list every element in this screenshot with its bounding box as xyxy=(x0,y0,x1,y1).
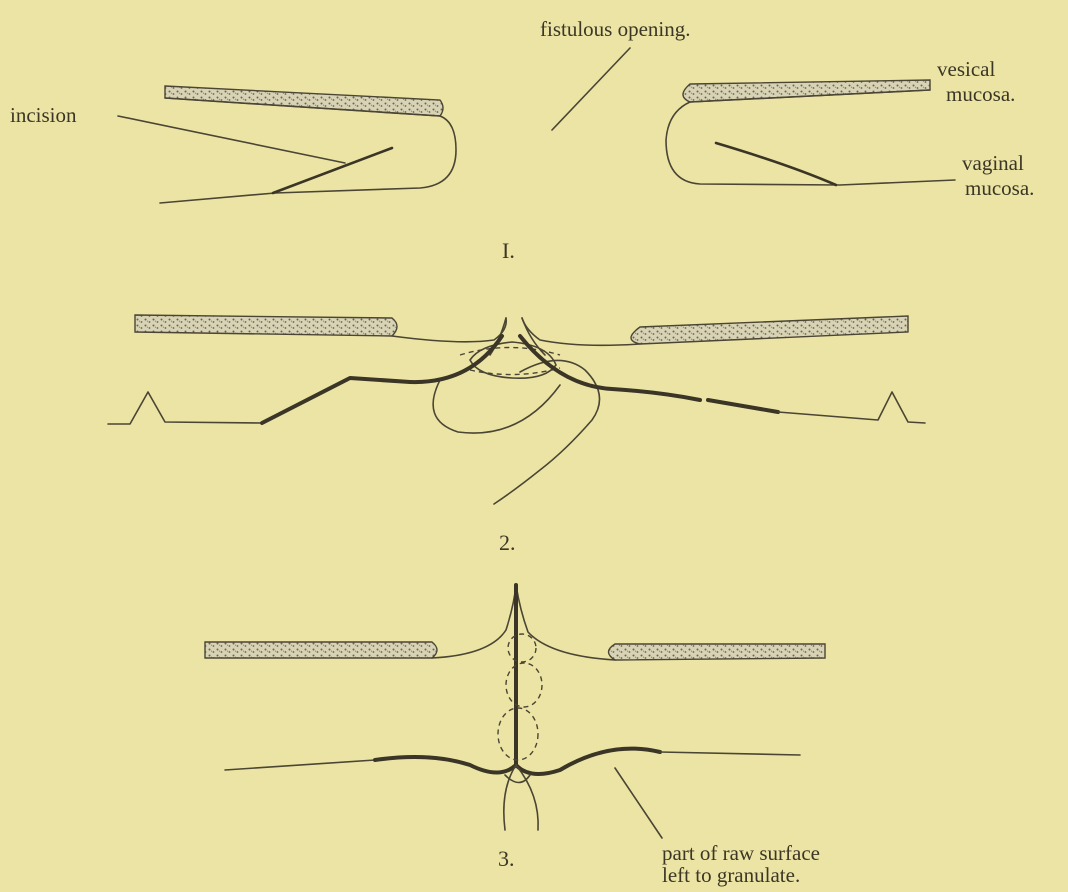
vaginal-line-2 xyxy=(108,392,262,424)
vesical-mucosa-label-line2: mucosa. xyxy=(946,83,1015,105)
figure-number-3: 3. xyxy=(498,846,515,872)
vaginal-mucosa-label-line2: mucosa. xyxy=(965,177,1034,199)
incision-right xyxy=(716,143,836,185)
left-flap-outline xyxy=(160,98,456,203)
raw-surface-label-line1: part of raw surface xyxy=(662,842,820,864)
figure-1 xyxy=(118,48,955,203)
vesical-mucosa-left-3 xyxy=(205,642,437,658)
fistulous-opening-leader xyxy=(552,48,630,130)
vesical-mucosa-right-2 xyxy=(631,316,908,344)
figure-3 xyxy=(205,585,825,838)
raw-surface-leader xyxy=(615,768,662,838)
raw-surface-label-line2: left to granulate. xyxy=(662,864,800,886)
incision-leader xyxy=(118,116,345,163)
figure-number-1: I. xyxy=(502,238,515,264)
vesical-mucosa-left-2 xyxy=(135,315,397,336)
incision-label: incision xyxy=(10,104,77,126)
incision-left xyxy=(273,148,392,193)
right-flap-outline xyxy=(666,90,955,185)
figure-2 xyxy=(108,315,925,504)
vesical-mucosa-right xyxy=(683,80,930,102)
vesical-mucosa-right-3 xyxy=(609,644,826,660)
vesical-mucosa-label-line1: vesical xyxy=(937,58,995,80)
vaginal-mucosa-label-line1: vaginal xyxy=(962,152,1024,174)
figure-number-2: 2. xyxy=(499,530,516,556)
fistulous-opening-label: fistulous opening. xyxy=(540,18,691,40)
